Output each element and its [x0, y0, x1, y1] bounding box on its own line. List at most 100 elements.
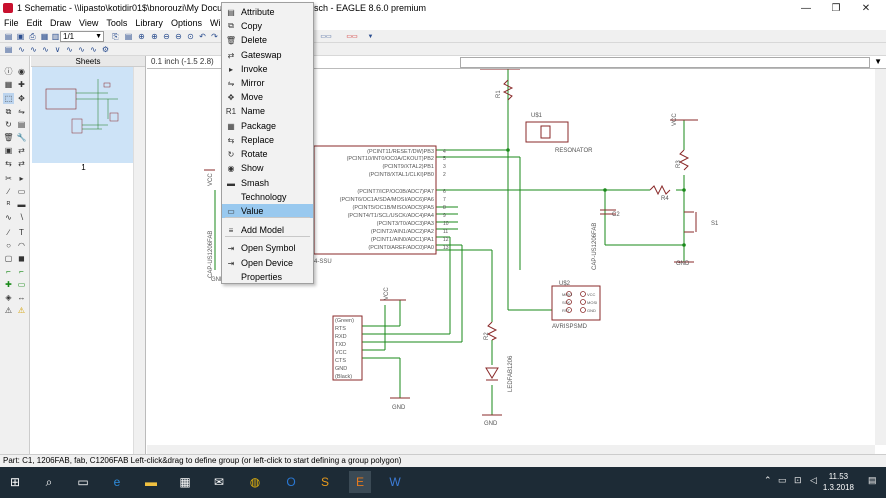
context-menu-item-package[interactable]: ▦Package	[222, 119, 313, 133]
context-menu-item-mirror[interactable]: ⇋Mirror	[222, 76, 313, 90]
settings-gear-icon[interactable]: ⚙	[101, 45, 110, 54]
design-link-icon[interactable]: ▭▭	[346, 34, 358, 40]
junction-icon[interactable]: ✚	[5, 280, 12, 289]
canvas-vertical-scrollbar[interactable]	[875, 69, 886, 445]
chevron-down-icon[interactable]: ▼	[874, 57, 882, 66]
value-tool-icon[interactable]: ▭	[17, 187, 26, 196]
edge-browser-icon[interactable]: e	[113, 475, 121, 489]
mirror-icon[interactable]: ⇋	[18, 107, 25, 116]
smash-tool-icon[interactable]: ▬	[17, 200, 26, 209]
context-menu-item-technology[interactable]: Technology	[222, 190, 313, 204]
erc-icon[interactable]: ⚠	[4, 306, 13, 315]
mail-icon[interactable]: ✉	[213, 475, 225, 489]
battery-icon[interactable]: ▭	[778, 475, 787, 485]
wire-icon[interactable]: ∖	[18, 213, 25, 222]
bus-icon[interactable]: ⌐	[19, 267, 24, 276]
eagle-taskbar-icon[interactable]: E	[349, 471, 371, 493]
save-icon[interactable]: ▣	[16, 32, 25, 41]
add-icon[interactable]: ▣	[4, 146, 13, 155]
arc-icon[interactable]: ◠	[18, 241, 25, 250]
miter-tool-icon[interactable]: ∕	[7, 187, 10, 196]
move-icon[interactable]: ✥	[18, 94, 25, 103]
delete-icon[interactable]: 🗑	[3, 133, 14, 142]
rect-icon[interactable]: ▢	[4, 254, 13, 263]
label-icon[interactable]: ▭	[17, 280, 26, 289]
menu-draw[interactable]: Draw	[50, 18, 72, 28]
optimize-icon[interactable]: ∿	[5, 213, 12, 222]
sheet-thumbnail[interactable]: 1	[32, 67, 133, 172]
paste-icon[interactable]: ▤	[17, 120, 26, 129]
dropdown-arrow-icon[interactable]: ▼	[367, 33, 374, 40]
redraw-icon[interactable]: ⊙	[187, 32, 194, 41]
context-menu-item-add-model[interactable]: ≡Add Model	[222, 223, 313, 237]
zoom-in-icon[interactable]: ⊕	[151, 32, 158, 41]
context-menu-item-replace[interactable]: ⇆Replace	[222, 133, 313, 147]
context-menu-item-smash[interactable]: ▬Smash	[222, 176, 313, 190]
menu-options[interactable]: Options	[170, 18, 202, 28]
maximize-button[interactable]: ❐	[831, 2, 841, 14]
group-select-icon[interactable]: ⬚	[3, 93, 14, 104]
display-icon[interactable]: ▦	[4, 80, 13, 89]
dimension-icon[interactable]: ↔	[17, 293, 26, 302]
layer-icon[interactable]: ▤	[4, 45, 13, 54]
redo-icon[interactable]: ↷	[211, 32, 218, 41]
outlook-icon[interactable]: O	[286, 475, 296, 489]
warning-icon[interactable]: ⚠	[17, 306, 26, 315]
line-icon[interactable]: ∕	[7, 228, 10, 237]
wrench-icon[interactable]: 🔧	[16, 133, 27, 142]
style-b-icon[interactable]: ∿	[66, 45, 73, 54]
menu-edit[interactable]: Edit	[26, 18, 43, 28]
file-explorer-icon[interactable]: ▬	[145, 475, 157, 489]
minimize-button[interactable]: —	[801, 2, 811, 14]
undo-icon[interactable]: ↶	[199, 32, 206, 41]
notifications-icon[interactable]: ▤	[868, 475, 877, 485]
search-icon[interactable]: ⌕	[45, 474, 53, 489]
volume-icon[interactable]: ◁	[810, 475, 817, 485]
split-icon[interactable]: ✂	[5, 174, 12, 183]
board-icon[interactable]: ▥	[51, 32, 60, 41]
zoom-select-icon[interactable]: ⊖	[175, 32, 182, 41]
info-icon[interactable]: ⓘ	[4, 67, 13, 76]
polygon-icon[interactable]: ◼	[18, 254, 25, 263]
context-menu-item-attribute[interactable]: ▤Attribute	[222, 5, 313, 19]
open-icon[interactable]: ▤	[4, 32, 13, 41]
mark-icon[interactable]: ✚	[18, 80, 25, 89]
script-icon[interactable]: ⎘	[112, 31, 119, 41]
menu-library[interactable]: Library	[135, 18, 163, 28]
name-tool-icon[interactable]: ᴿ	[6, 200, 11, 209]
style-c-icon[interactable]: ∿	[78, 45, 85, 54]
sublime-icon[interactable]: S	[320, 475, 329, 489]
context-menu-item-gateswap[interactable]: ⇄Gateswap	[222, 48, 313, 62]
menu-tools[interactable]: Tools	[106, 18, 128, 28]
show-icon[interactable]: ◉	[18, 67, 25, 76]
close-button[interactable]: ✕	[861, 2, 871, 14]
command-line-input[interactable]	[460, 57, 870, 68]
context-menu-item-invoke[interactable]: ▸Invoke	[222, 62, 313, 76]
invoke-icon[interactable]: ▸	[19, 174, 24, 183]
chrome-icon[interactable]: ◍	[249, 475, 261, 489]
windows-start-icon[interactable]: ⊞	[9, 475, 21, 489]
gateswap-icon[interactable]: ⇄	[18, 159, 25, 168]
replace-icon[interactable]: ⇆	[5, 159, 12, 168]
task-view-icon[interactable]: ▭	[77, 475, 89, 489]
menu-file[interactable]: File	[4, 18, 19, 28]
text-icon[interactable]: T	[19, 228, 24, 237]
wire-bend-icon[interactable]: ∿	[30, 45, 37, 54]
zoom-fit-icon[interactable]: ⊕	[138, 32, 145, 41]
pinswap-icon[interactable]: ⇄	[18, 146, 25, 155]
context-menu-item-open-symbol[interactable]: ⇥Open Symbol	[222, 241, 313, 255]
context-menu-item-value[interactable]: ▭Value	[222, 204, 313, 218]
zoom-out-icon[interactable]: ⊖	[163, 32, 170, 41]
tray-up-arrow-icon[interactable]: ⌃	[764, 475, 772, 485]
print-icon[interactable]: ⎙	[29, 31, 36, 41]
context-menu-item-properties[interactable]: Properties	[222, 270, 313, 284]
copy-icon[interactable]: ⧉	[5, 106, 12, 116]
store-icon[interactable]: ▦	[179, 475, 191, 489]
taskbar-clock[interactable]: 11.53 1.3.2018	[823, 471, 854, 493]
miter-icon[interactable]: ∿	[42, 45, 49, 54]
net-icon[interactable]: ⌐	[6, 267, 11, 276]
context-menu-item-show[interactable]: ◉Show	[222, 161, 313, 175]
rotate-icon[interactable]: ↻	[5, 120, 12, 129]
menu-view[interactable]: View	[79, 18, 99, 28]
